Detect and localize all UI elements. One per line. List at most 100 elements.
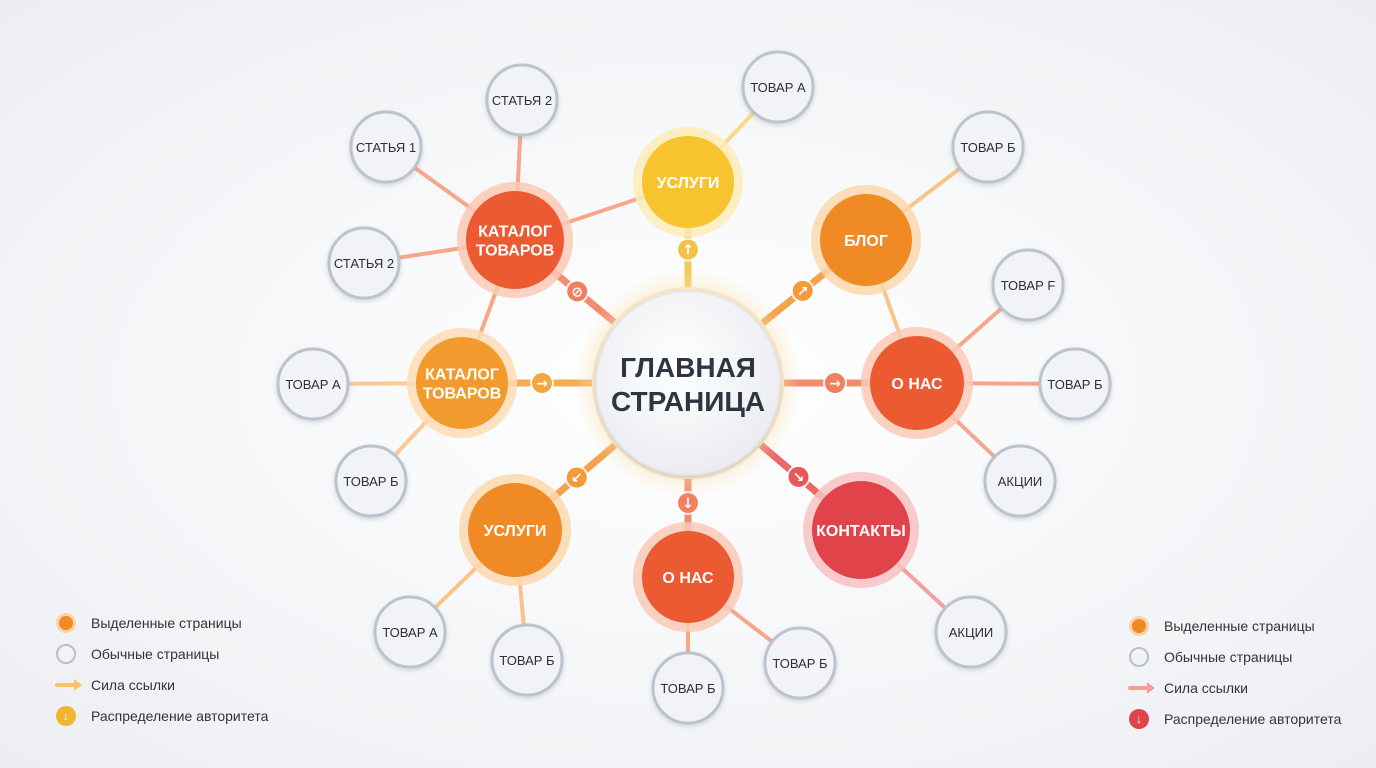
leaf-node[interactable]: ТОВАР Б (1038, 347, 1112, 421)
hub-node-katalog-top[interactable]: КАТАЛОГ ТОВАРОВ (457, 182, 573, 298)
leaf-circle (327, 226, 401, 300)
hub-label: О НАС (891, 376, 943, 393)
leaf-circle (490, 623, 564, 697)
authority-badge: ↙ (564, 465, 589, 490)
hub-label: УСЛУГИ (484, 523, 547, 540)
center-circle (595, 290, 781, 476)
leaf-circle (651, 651, 725, 725)
arrow-right-icon (1128, 681, 1155, 694)
hub-node-uslugi-top[interactable]: УСЛУГИ (633, 127, 743, 237)
hub-circle (642, 531, 734, 623)
leaf-node[interactable]: ТОВАР Б (651, 651, 725, 725)
leaf-circle (741, 50, 815, 124)
arrow-up-icon (678, 239, 698, 260)
hub-node-uslugi-bottom[interactable]: УСЛУГИ (459, 474, 571, 586)
leaf-node[interactable]: СТАТЬЯ 1 (349, 110, 423, 184)
leaf-node[interactable]: АКЦИИ (983, 444, 1057, 518)
highlighted-page-swatch (56, 612, 76, 633)
leaf-node[interactable]: ТОВАР Б (490, 623, 564, 697)
leaf-circle (991, 248, 1065, 322)
legend-label: Выделенные страницы (1164, 617, 1315, 634)
center-label: СТРАНИЦА (611, 386, 765, 417)
hub-circle (642, 136, 734, 228)
legend-item-highlighted: Выделенные страницы (1128, 610, 1341, 641)
hub-circle (416, 337, 508, 429)
leaf-label: АКЦИИ (998, 474, 1043, 489)
leaf-node[interactable]: ТОВАР Б (763, 626, 837, 700)
arrow-down-left-icon (566, 467, 587, 488)
leaf-node[interactable]: ТОВАР Б (951, 110, 1025, 184)
hub-label: КАТАЛОГ (425, 367, 499, 384)
hub-circle (812, 481, 910, 579)
leaf-circle (334, 444, 408, 518)
hub-node-blog[interactable]: БЛОГ (811, 185, 921, 295)
hub-node-kontakty[interactable]: КОНТАКТЫ (803, 472, 919, 588)
arrow-glyph: ↙ (571, 471, 583, 487)
hub-label: О НАС (662, 570, 714, 587)
hub-node-katalog-left[interactable]: КАТАЛОГ ТОВАРОВ (407, 328, 517, 438)
leaf-circle (763, 626, 837, 700)
hub-circle (870, 336, 964, 430)
legend-label: Распределение авторитета (91, 707, 269, 724)
leaf-circle (349, 110, 423, 184)
leaf-circle (485, 63, 559, 137)
authority-badge: ⊘ (565, 279, 590, 304)
hub-circle (820, 194, 912, 286)
leaf-label: ТОВАР А (750, 80, 806, 95)
legend-right: Выделенные страницы Обычные страницы Сил… (1128, 610, 1341, 734)
hub-label: БЛОГ (844, 233, 888, 250)
center-label: ГЛАВНАЯ (620, 352, 756, 383)
legend-item-normal: Обычные страницы (1128, 641, 1341, 672)
arrow-glyph: ↗ (797, 284, 809, 300)
hub-label: КАТАЛОГ (478, 224, 552, 241)
leaf-node[interactable]: ТОВАР А (276, 347, 350, 421)
legend-label: Сила ссылки (1164, 679, 1248, 696)
legend-label: Обычные страницы (1164, 648, 1293, 665)
arrow-right-icon (825, 373, 845, 393)
leaf-circle (983, 444, 1057, 518)
leaf-node[interactable]: ТОВАР Б (334, 444, 408, 518)
leaf-node[interactable]: АКЦИИ (934, 595, 1008, 669)
leaf-label: СТАТЬЯ 1 (356, 140, 416, 155)
leaf-node[interactable]: ТОВАР F (991, 248, 1065, 322)
arrow-down-right-icon (788, 466, 809, 487)
authority-badge: ↓ (676, 491, 700, 515)
leaf-label: ТОВАР Б (499, 653, 554, 668)
leaf-label: ТОВАР А (285, 377, 341, 392)
leaf-circle (951, 110, 1025, 184)
hub-label: УСЛУГИ (657, 175, 720, 192)
legend-left: Выделенные страницы Обычные страницы Сил… (55, 607, 268, 731)
legend-label: Распределение авторитета (1164, 710, 1342, 727)
hub-node-o-nas-bottom[interactable]: О НАС (633, 522, 743, 632)
arrow-down-icon (678, 493, 698, 513)
hub-label: ТОВАРОВ (476, 243, 555, 260)
highlighted-page-swatch (1129, 615, 1149, 636)
arrow-up-right-icon (792, 280, 813, 301)
legend-label: Выделенные страницы (91, 614, 242, 631)
normal-page-swatch (56, 643, 76, 664)
arrow-glyph: ↓ (682, 496, 694, 512)
arrow-right-icon (532, 373, 552, 393)
hub-circle (468, 483, 562, 577)
leaf-node[interactable]: ТОВАР А (741, 50, 815, 124)
leaf-label: ТОВАР Б (660, 681, 715, 696)
leaf-label: ТОВАР А (382, 625, 438, 640)
legend-label: Сила ссылки (91, 676, 175, 693)
hub-label: ТОВАРОВ (423, 386, 502, 403)
hub-nodes-layer: УСЛУГИ БЛОГ О НАС КОНТАКТЫ О НАС УСЛУГИ КАТАЛО… (407, 127, 973, 632)
authority-badge: ↘ (786, 464, 811, 489)
authority-badge: → (530, 371, 554, 395)
leaf-label: ТОВАР Б (772, 656, 827, 671)
leaf-node[interactable]: СТАТЬЯ 2 (485, 63, 559, 137)
leaf-node[interactable]: ТОВАР А (373, 595, 447, 669)
leaf-node[interactable]: СТАТЬЯ 2 (327, 226, 401, 300)
legend-item-normal: Обычные страницы (55, 638, 268, 669)
hub-node-o-nas-right[interactable]: О НАС (861, 327, 973, 439)
legend-item-authority: ↓ Распределение авторитета (1128, 703, 1341, 734)
arrow-glyph: ↘ (793, 470, 805, 486)
normal-page-swatch (1129, 646, 1149, 667)
leaf-circle (934, 595, 1008, 669)
